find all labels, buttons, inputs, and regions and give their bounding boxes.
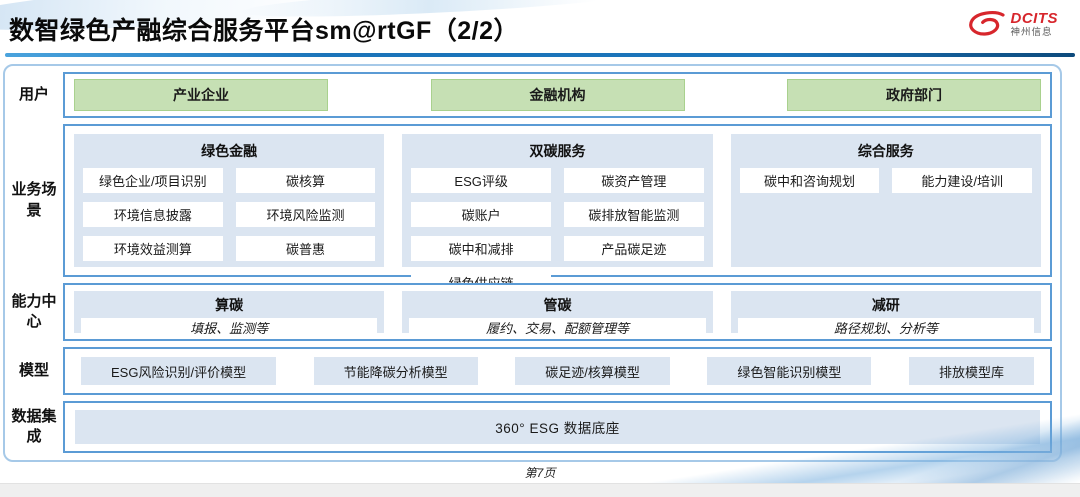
capabilities-row-label: 能力中心: [11, 292, 57, 330]
users-row-label: 用户: [18, 85, 49, 103]
user-box-government: 政府部门: [787, 79, 1041, 111]
dcits-logo-text: DCITS 神州信息: [1011, 11, 1059, 38]
capabilities-row: 能力中心 算碳 填报、监测等 管碳 履约、交易、配额管理等 减研 路径规划、分析…: [5, 283, 1052, 341]
data-integration-row-label: 数据集成: [11, 407, 57, 445]
scenario-item: 碳普惠: [235, 236, 376, 261]
capabilities-box: 算碳 填报、监测等 管碳 履约、交易、配额管理等 减研 路径规划、分析等: [63, 283, 1052, 341]
model-item: ESG风险识别/评价模型: [81, 357, 277, 385]
title-divider-line: [5, 53, 1075, 57]
capability-desc: 填报、监测等: [81, 318, 378, 337]
capability-title: 管碳: [543, 297, 572, 313]
scenario-item: 环境效益测算: [83, 236, 223, 261]
panel-title: 综合服务: [857, 143, 914, 159]
capability-title: 减研: [871, 297, 900, 313]
architecture-frame: 用户 产业企业 金融机构 政府部门 业务场景 绿色金融 绿色企业/项目识别 碳核…: [3, 64, 1062, 462]
capability-manage-carbon: 管碳 履约、交易、配额管理等: [402, 291, 713, 337]
data-integration-box: 360° ESG 数据底座: [63, 401, 1052, 453]
model-item: 节能降碳分析模型: [313, 357, 478, 385]
data-base-item: 360° ESG 数据底座: [75, 410, 1040, 444]
capability-desc: 履约、交易、配额管理等: [409, 318, 706, 337]
model-item: 绿色智能识别模型: [707, 357, 872, 385]
panel-grid: 碳中和咨询规划 能力建设/培训: [739, 168, 1032, 193]
panel-title: 绿色金融: [201, 143, 258, 159]
capability-reduce-research: 减研 路径规划、分析等: [730, 291, 1041, 337]
user-box-finance: 金融机构: [430, 79, 685, 111]
scenario-item: 产品碳足迹: [563, 236, 704, 261]
scenario-item: 碳中和减排: [411, 236, 551, 261]
models-row: 模型 ESG风险识别/评价模型 节能降碳分析模型 碳足迹/核算模型 绿色智能识别…: [5, 347, 1052, 395]
panel-grid: 绿色企业/项目识别 碳核算 环境信息披露 环境风险监测 环境效益测算 碳普惠: [83, 168, 376, 261]
scenario-item: 能力建设/培训: [892, 168, 1032, 193]
capability-calc-carbon: 算碳 填报、监测等: [74, 291, 385, 337]
scenarios-box: 绿色金融 绿色企业/项目识别 碳核算 环境信息披露 环境风险监测 环境效益测算 …: [63, 124, 1052, 295]
models-row-label: 模型: [18, 361, 49, 379]
scenario-item: 环境信息披露: [83, 202, 223, 227]
users-box: 产业企业 金融机构 政府部门: [63, 72, 1052, 118]
page-number: 第7页: [524, 466, 556, 480]
panel-comprehensive-service: 综合服务 碳中和咨询规划 能力建设/培训: [730, 134, 1041, 267]
panel-green-finance: 绿色金融 绿色企业/项目识别 碳核算 环境信息披露 环境风险监测 环境效益测算 …: [74, 134, 385, 267]
data-integration-row: 数据集成 360° ESG 数据底座: [5, 401, 1052, 453]
scenario-item: 碳核算: [235, 168, 376, 193]
slide-title: 数智绿色产融综合服务平台sm@rtGF（2/2）: [9, 17, 520, 45]
panel-title: 双碳服务: [529, 143, 586, 159]
dcits-subtitle: 神州信息: [1010, 26, 1053, 38]
models-box: ESG风险识别/评价模型 节能降碳分析模型 碳足迹/核算模型 绿色智能识别模型 …: [63, 347, 1052, 395]
model-item: 碳足迹/核算模型: [515, 357, 670, 385]
scenario-item: 碳中和咨询规划: [739, 168, 880, 193]
capability-desc: 路径规划、分析等: [737, 318, 1034, 337]
scenario-item: ESG评级: [411, 168, 551, 193]
dcits-brand: DCITS: [1010, 9, 1058, 27]
panel-grid: ESG评级 碳资产管理 碳账户 碳排放智能监测 碳中和减排 产品碳足迹 绿色供应…: [411, 168, 704, 295]
user-box-industry: 产业企业: [74, 79, 328, 111]
bottom-gray-strip: [0, 483, 1080, 497]
scenarios-row: 业务场景 绿色金融 绿色企业/项目识别 碳核算 环境信息披露 环境风险监测 环境…: [5, 124, 1052, 295]
scenario-item: 环境风险监测: [235, 202, 376, 227]
scenario-item: 碳排放智能监测: [563, 202, 704, 227]
model-item: 排放模型库: [908, 357, 1034, 385]
dcits-swirl-icon: [968, 11, 1005, 36]
dcits-logo: DCITS 神州信息: [966, 10, 1059, 38]
slide-header: 数智绿色产融综合服务平台sm@rtGF（2/2） DCITS 神州信息: [0, 0, 1080, 57]
panel-dual-carbon: 双碳服务 ESG评级 碳资产管理 碳账户 碳排放智能监测 碳中和减排 产品碳足迹…: [402, 134, 713, 295]
scenarios-row-label: 业务场景: [11, 181, 57, 219]
users-row: 用户 产业企业 金融机构 政府部门: [5, 72, 1052, 118]
scenario-item: 碳资产管理: [563, 168, 704, 193]
scenario-item: 碳账户: [411, 202, 551, 227]
scenario-item: 绿色企业/项目识别: [83, 168, 223, 193]
capability-title: 算碳: [215, 297, 244, 313]
